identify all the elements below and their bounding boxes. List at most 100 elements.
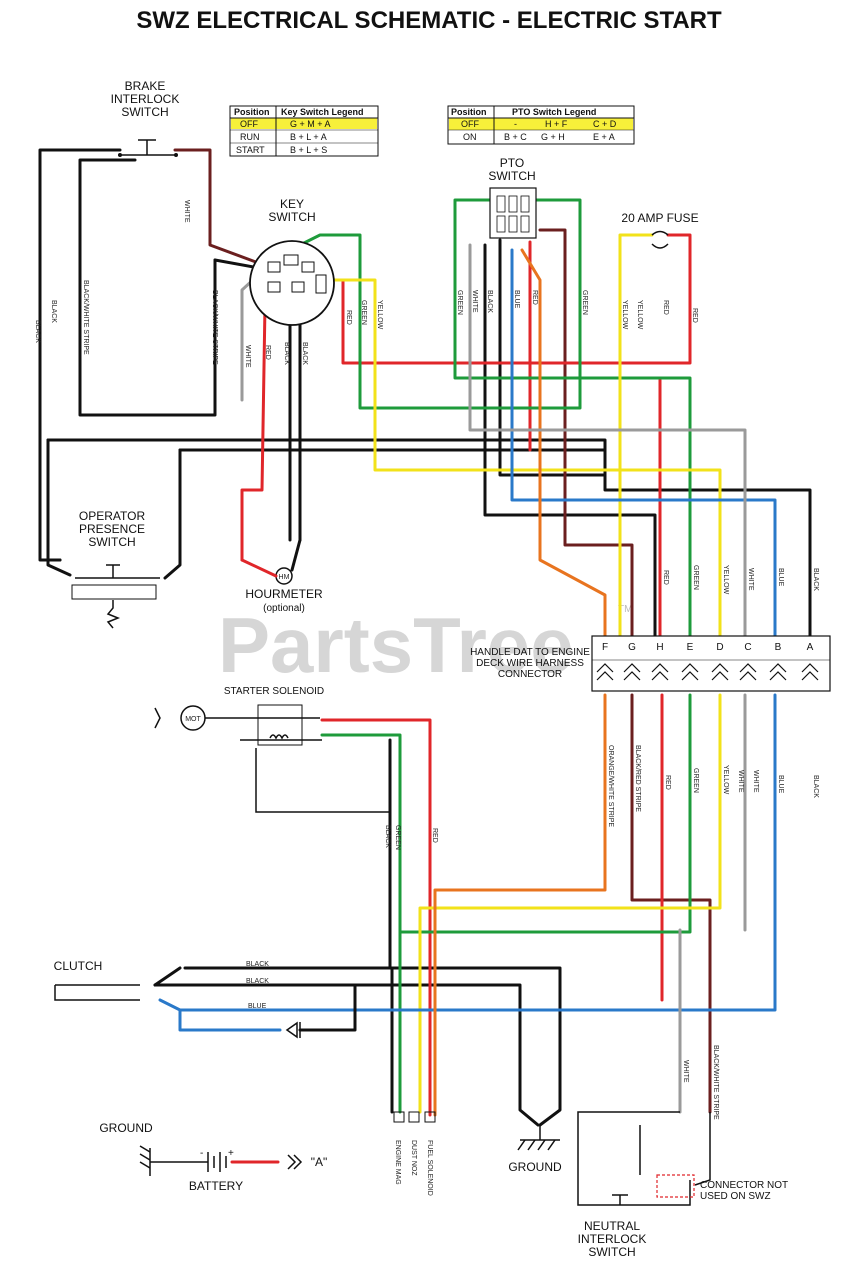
wire-label-black-white-mid: BLACK/WHITE STRIPE: [211, 290, 218, 365]
fuse-label: 20 AMP FUSE: [621, 211, 698, 225]
blue-wires: [158, 248, 777, 1032]
wire-label-yellow-key: YELLOW: [376, 300, 383, 330]
connector-pin-chevron-d: [711, 663, 729, 681]
pto-switch: [489, 187, 537, 239]
key-legend-header-title: Key Switch Legend: [281, 107, 364, 117]
wire-label-yellow-conn: YELLOW: [722, 565, 729, 595]
wire-label-black-sol: BLACK: [384, 825, 391, 848]
wire-label-blue-clutch: BLUE: [248, 1003, 267, 1010]
dust-noz-label: DUST NOZ: [410, 1140, 417, 1176]
hourmeter: HM: [240, 538, 302, 585]
wire-label-green-pto: GREEN: [456, 290, 463, 315]
wire-label-green-deck: GREEN: [692, 768, 699, 793]
connector-pin-e: E: [687, 642, 694, 653]
key-legend-row-run-pos: RUN: [240, 132, 260, 142]
watermark: PartsTree: [218, 601, 574, 689]
wire-label-green-conn: GREEN: [692, 565, 699, 590]
pto-legend-header-title: PTO Switch Legend: [512, 107, 596, 117]
battery-plus: +: [228, 1148, 234, 1159]
wire-label-black-left: BLACK: [34, 320, 41, 343]
pto-legend-on-2: G + H: [541, 132, 565, 142]
connector-pin-h: H: [656, 642, 663, 653]
pto-legend-on-1: B + C: [504, 132, 527, 142]
brown-wires: [173, 148, 712, 1114]
wire-label-white-key: WHITE: [244, 345, 251, 368]
connector-pin-chevron-e: [681, 663, 699, 681]
connector-pin-a: A: [807, 642, 814, 653]
wire-label-white-neutral: WHITE: [682, 1060, 689, 1083]
ground-left-label: GROUND: [99, 1121, 153, 1135]
battery-arrow-label: "A": [311, 1155, 328, 1169]
battery-label: BATTERY: [189, 1179, 243, 1193]
wire-label-green-key: GREEN: [360, 300, 367, 325]
fuel-solenoid-label: FUEL SOLENOID: [426, 1140, 433, 1196]
wire-label-yellow-deck: YELLOW: [722, 765, 729, 795]
wire-label-blue-deck: BLUE: [777, 775, 784, 794]
wire-label-orange-white: ORANGE/WHITE STRIPE: [607, 745, 614, 827]
operator-presence-switch: [71, 564, 160, 629]
wire-label-blue-pto: BLUE: [513, 290, 520, 309]
pto-legend-off-pos: OFF: [461, 119, 479, 129]
wire-label-black-red: BLACK/RED STRIPE: [634, 745, 641, 812]
connector-pin-c: C: [744, 642, 751, 653]
pto-legend-off-2: H + F: [545, 119, 568, 129]
wire-label-green-pto2: GREEN: [581, 290, 588, 315]
wire-label-black-key2: BLACK: [301, 342, 308, 365]
watermark-tm: TM: [618, 604, 632, 615]
key-legend-header-position: Position: [234, 107, 270, 117]
starter-solenoid-label: STARTER SOLENOID: [224, 686, 324, 697]
ground-symbol-left: [139, 1145, 195, 1176]
wire-label-black-white-neutral: BLACK/WHITE STRIPE: [712, 1045, 719, 1120]
pto-switch-legend: Position PTO Switch Legend OFF - H + F C…: [447, 105, 635, 145]
wire-label-red-pto: RED: [531, 290, 538, 305]
engine-leads: [393, 1111, 436, 1123]
green-wires: [298, 198, 692, 1114]
battery: - +: [195, 1148, 303, 1172]
wire-label-green-sol: GREEN: [394, 825, 401, 850]
wire-label-black-deck: BLACK: [812, 775, 819, 798]
hm-symbol: HM: [279, 574, 290, 581]
wire-label-red-deck: RED: [664, 775, 671, 790]
wire-label-black-conn: BLACK: [812, 568, 819, 591]
brake-interlock-switch: [118, 139, 178, 157]
red-wires: [230, 233, 692, 1164]
wire-label-white-conn: WHITE: [747, 568, 754, 591]
wire-label-black-left2: BLACK: [50, 300, 57, 323]
wire-label-yellow-fuse2: YELLOW: [636, 300, 643, 330]
starter-solenoid: MOT: [154, 704, 390, 813]
key-legend-row-run-val: B + L + A: [290, 132, 327, 142]
connector-pin-chevron-f: [596, 663, 614, 681]
key-legend-row-off-val: G + M + A: [290, 119, 331, 129]
wire-label-black-clutch2: BLACK: [246, 978, 269, 985]
wire-label-red-conn: RED: [662, 570, 669, 585]
key-switch: [249, 240, 335, 326]
wire-label-black-white-left: BLACK/WHITE STRIPE: [82, 280, 89, 355]
pto-legend-on-3: E + A: [593, 132, 615, 142]
harness-connector: [591, 635, 831, 692]
wire-label-red-sol: RED: [431, 828, 438, 843]
pto-legend-header-position: Position: [451, 107, 487, 117]
clutch-label: CLUTCH: [54, 959, 103, 973]
wire-label-red-key2: RED: [345, 310, 352, 325]
battery-minus: -: [200, 1148, 203, 1159]
hourmeter-note: (optional): [263, 603, 305, 614]
wire-labels: WHITE BLACK BLACK BLACK/WHITE STRIPE BLA…: [34, 200, 819, 1120]
ground-right-label: GROUND: [508, 1160, 562, 1174]
wire-label-blue-conn: BLUE: [777, 568, 784, 587]
black-wires: [38, 148, 812, 1127]
hourmeter-label: HOURMETER: [245, 587, 323, 601]
wire-label-white-deck2: WHITE: [752, 770, 759, 793]
connector-pin-d: D: [716, 642, 723, 653]
mot-label: MOT: [185, 716, 201, 723]
pto-legend-off-3: C + D: [593, 119, 617, 129]
key-legend-row-start-val: B + L + S: [290, 145, 327, 155]
wire-label-black-key1: BLACK: [283, 342, 290, 365]
ground-symbol-right: [517, 1125, 560, 1151]
wire-label-red-key: RED: [264, 345, 271, 360]
